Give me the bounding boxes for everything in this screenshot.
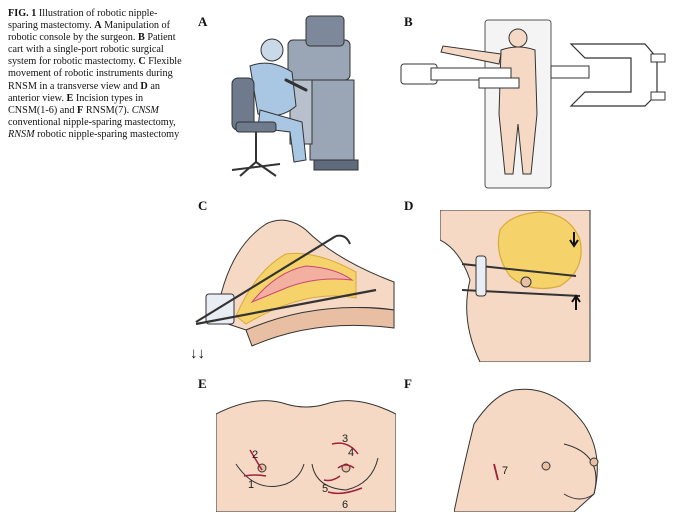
figure-number: FIG. 1 bbox=[8, 8, 37, 19]
incision-5-label: 5 bbox=[322, 483, 328, 495]
caption-rnsm-abbr: RNSM bbox=[8, 128, 35, 140]
incision-1-label: 1 bbox=[248, 479, 254, 491]
panel-label-b: B bbox=[404, 14, 413, 29]
caption-a-label: A bbox=[94, 20, 102, 32]
figure-caption: FIG. 1 Illustration of robotic nipple-sp… bbox=[8, 8, 186, 141]
incision-4-label: 4 bbox=[348, 447, 354, 459]
caption-cnsm-def: conventional nipple-sparing mastectomy, bbox=[8, 116, 176, 128]
caption-d-text: an anterior view. bbox=[8, 80, 160, 104]
caption-intro: Illustration of robotic nipple-sparing m… bbox=[8, 8, 158, 32]
panel-b-illustration bbox=[400, 19, 666, 189]
caption-c-text: Flexible movement of robotic instruments… bbox=[8, 56, 182, 92]
incision-6-label: 6 bbox=[342, 499, 348, 511]
caption-c-label: C bbox=[138, 56, 146, 68]
panel-c-illustration: ↓↓ bbox=[190, 219, 395, 362]
panel-a-illustration bbox=[231, 15, 359, 177]
panel-label-a: A bbox=[198, 14, 208, 29]
caption-b-text: Patient cart with a single-port robotic … bbox=[8, 32, 176, 68]
caption-a-text: Manipulation of robotic console by the s… bbox=[8, 20, 171, 44]
panel-label-d: D bbox=[404, 198, 414, 213]
caption-f-label: F bbox=[77, 104, 84, 116]
incision-2-label: 2 bbox=[252, 449, 258, 461]
caption-cnsm-abbr: CNSM bbox=[131, 104, 159, 116]
incision-7-label: 7 bbox=[502, 465, 508, 477]
caption-e-text: Incision types in CNSM(1-6) and bbox=[8, 92, 144, 116]
caption-d-label: D bbox=[140, 80, 148, 92]
down-arrows: ↓↓ bbox=[190, 345, 205, 362]
panel-f-illustration: 7 bbox=[454, 388, 599, 512]
incision-3-label: 3 bbox=[342, 433, 348, 445]
panel-label-e: E bbox=[198, 376, 207, 391]
panel-d-illustration bbox=[440, 210, 591, 362]
panel-label-c: C bbox=[198, 198, 208, 213]
caption-f-text: RNSM(7). bbox=[85, 104, 130, 116]
caption-rnsm-def: robotic nipple-sparing mastectomy bbox=[37, 128, 180, 140]
caption-e-label: E bbox=[66, 92, 74, 104]
caption-b-label: B bbox=[137, 32, 145, 44]
panel-label-f: F bbox=[404, 376, 412, 391]
panel-e-illustration: 2 1 3 4 5 6 bbox=[216, 400, 396, 512]
